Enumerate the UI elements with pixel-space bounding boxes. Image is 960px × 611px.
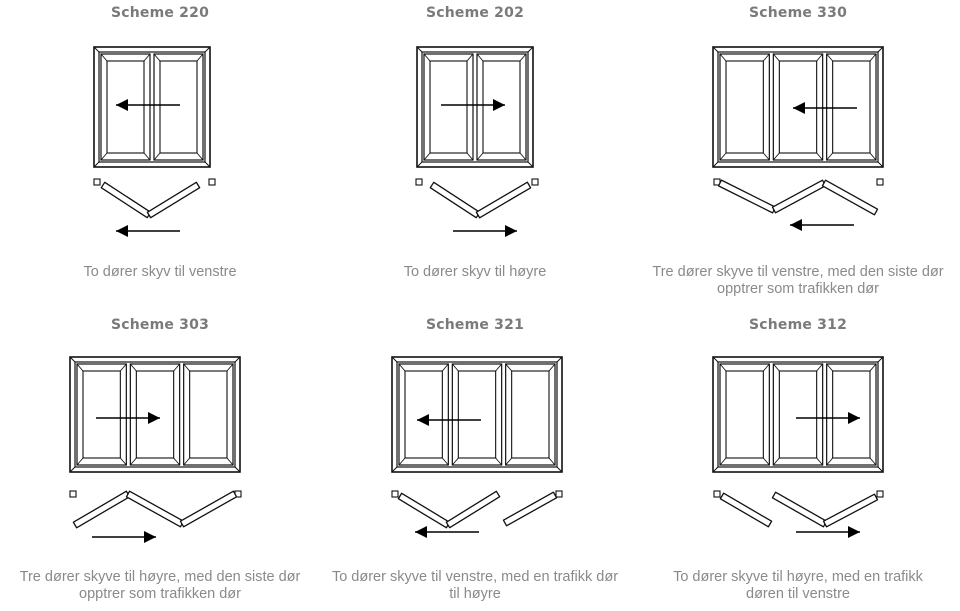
- scheme-diagram: [391, 356, 563, 538]
- direction-arrow: [116, 99, 180, 111]
- scheme-title: Scheme 202: [425, 5, 525, 21]
- door-panel: [505, 363, 556, 466]
- scheme-title: Scheme 220: [110, 5, 210, 21]
- door-frame: [712, 356, 884, 473]
- scheme-diagram: [415, 46, 539, 237]
- door-panel: [76, 363, 127, 466]
- direction-arrow: [415, 526, 479, 538]
- scheme-caption: To dører skyv til venstre: [83, 264, 237, 280]
- door-panel: [129, 363, 181, 466]
- door-panel: [423, 53, 474, 161]
- direction-arrow: [790, 219, 854, 231]
- scheme-title: Scheme 312: [748, 317, 848, 333]
- direction-arrow: [92, 531, 156, 543]
- door-panel: [153, 53, 204, 161]
- direction-arrow: [96, 412, 160, 424]
- door-panel: [719, 363, 770, 466]
- door-leaf: [72, 490, 131, 529]
- scheme-card: Scheme 312 To dører skyve til høyre, med…: [638, 317, 958, 611]
- door-panel: [826, 53, 877, 161]
- direction-arrow: [796, 526, 860, 538]
- door-leaf: [822, 493, 879, 528]
- door-leaf: [719, 492, 773, 528]
- scheme-diagram: [69, 356, 242, 543]
- frame-post: [555, 490, 563, 498]
- door-leaf: [429, 181, 481, 219]
- door-leaf: [475, 181, 532, 219]
- frame-post: [415, 178, 423, 186]
- door-leaf: [179, 490, 238, 528]
- scheme-title: Scheme 321: [425, 317, 525, 333]
- direction-arrow: [453, 225, 517, 237]
- door-leaf: [125, 490, 185, 528]
- door-panel: [398, 363, 449, 466]
- scheme-title: Scheme 303: [110, 317, 210, 333]
- scheme-diagram: [712, 356, 884, 538]
- scheme-caption: To dører skyve til venstre, med en trafi…: [331, 569, 619, 602]
- frame-post: [876, 490, 884, 498]
- frame-post: [713, 490, 721, 498]
- frame-post: [93, 178, 101, 186]
- direction-arrow: [441, 99, 505, 111]
- frame-post: [391, 490, 399, 498]
- scheme-caption: Tre dører skyve til høyre, med den siste…: [19, 569, 301, 602]
- door-panel: [451, 363, 503, 466]
- door-leaf: [502, 491, 558, 527]
- door-frame: [93, 46, 211, 168]
- door-leaf: [146, 181, 201, 219]
- door-frame: [391, 356, 563, 473]
- frame-post: [876, 178, 884, 186]
- direction-arrow: [417, 414, 481, 426]
- frame-post: [208, 178, 216, 186]
- scheme-diagram: [93, 46, 216, 237]
- scheme-caption: Tre dører skyve til venstre, med den sis…: [652, 264, 944, 297]
- scheme-card: Scheme 303 Tre dører skyve til høyre, me…: [0, 317, 320, 611]
- door-frame: [416, 46, 534, 168]
- frame-post: [531, 178, 539, 186]
- direction-arrow: [796, 412, 860, 424]
- direction-arrow: [116, 225, 180, 237]
- door-panel: [476, 53, 527, 161]
- door-leaf: [100, 181, 152, 219]
- scheme-caption: To dører skyv til høyre: [403, 264, 547, 280]
- direction-arrow: [793, 102, 857, 114]
- door-leaf: [717, 179, 777, 214]
- door-frame: [69, 356, 241, 473]
- door-leaf: [397, 492, 451, 529]
- door-leaf: [821, 179, 879, 216]
- scheme-card: Scheme 330 Tre dører skyve til venstre, …: [638, 5, 958, 305]
- scheme-card: Scheme 220 To dører skyv til venstre: [0, 5, 320, 305]
- door-panel: [772, 363, 824, 466]
- door-leaf: [771, 179, 827, 214]
- scheme-card: Scheme 321 To dører skyve til venstre, m…: [315, 317, 635, 611]
- scheme-card: Scheme 202 To dører skyv til høyre: [315, 5, 635, 305]
- scheme-caption: To dører skyve til høyre, med en trafikk…: [673, 569, 923, 602]
- door-panel: [183, 363, 234, 466]
- scheme-diagram: [712, 46, 884, 231]
- scheme-title: Scheme 330: [748, 5, 848, 21]
- frame-post: [69, 490, 77, 498]
- door-leaf: [445, 490, 501, 529]
- door-panel: [719, 53, 770, 161]
- door-leaf: [771, 491, 828, 528]
